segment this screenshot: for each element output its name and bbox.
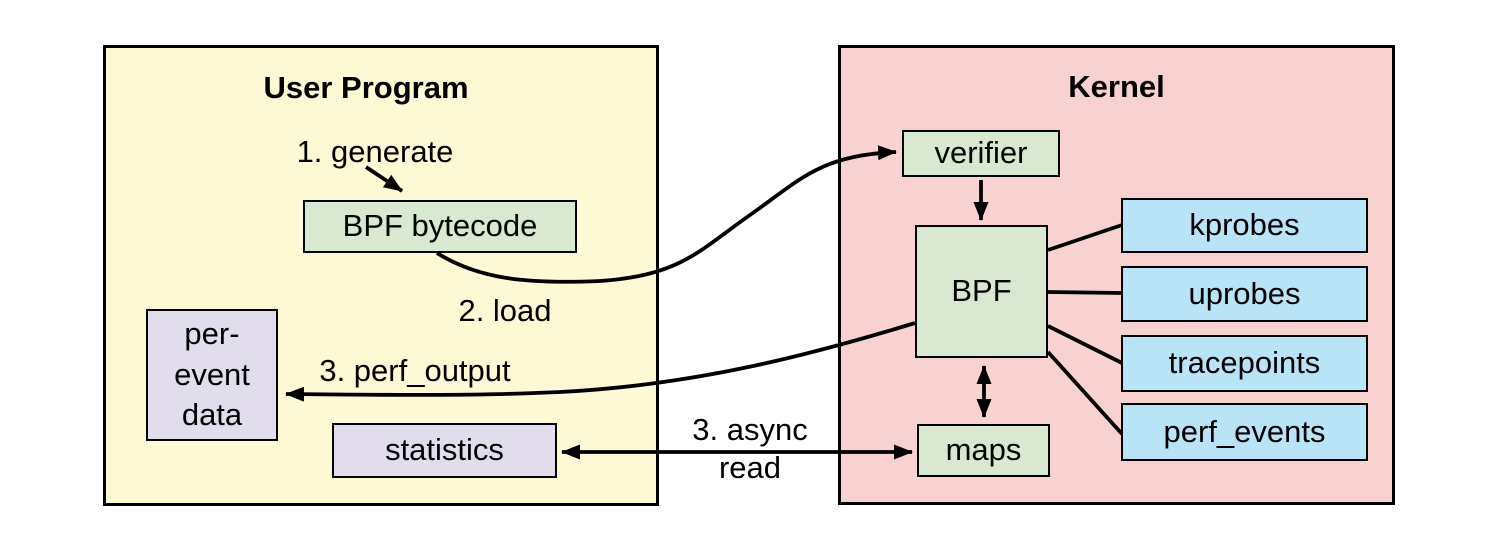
perf-output-step-label: 3. perf_output: [319, 353, 511, 388]
per-event-data-node: per- event data: [146, 309, 278, 441]
maps-node: maps: [917, 424, 1050, 477]
kprobes-label: kprobes: [1189, 207, 1300, 243]
async-read-line1: 3. async: [692, 412, 808, 447]
uprobes-node: uprobes: [1121, 266, 1368, 322]
user-program-title: User Program: [263, 70, 469, 105]
uprobes-label: uprobes: [1188, 275, 1301, 311]
bpf-label: BPF: [951, 273, 1012, 309]
per-event-data-line1: per-: [184, 315, 240, 351]
generate-step-label: 1. generate: [296, 134, 454, 169]
tracepoints-node: tracepoints: [1121, 335, 1368, 392]
bpf-tracepoints-line: [1047, 324, 1123, 365]
async-read-line2: read: [718, 449, 782, 485]
bpf-kprobes-line: [1047, 223, 1123, 252]
bpf-perf-events-line: [1046, 350, 1124, 436]
statistics-label: statistics: [385, 432, 504, 468]
generate-arrow: [364, 165, 404, 193]
bpf-bytecode-node: BPF bytecode: [303, 200, 577, 253]
kprobes-node: kprobes: [1121, 198, 1368, 253]
bpf-node: BPF: [915, 225, 1048, 358]
per-event-data-line2: event: [174, 356, 250, 392]
per-event-data-line3: data: [181, 397, 243, 433]
load-step-label: 2. load: [458, 293, 552, 328]
maps-label: maps: [945, 432, 1022, 468]
tracepoints-label: tracepoints: [1168, 345, 1321, 381]
perf-output-arrow: [285, 321, 916, 402]
perf-events-label: perf_events: [1163, 413, 1326, 449]
verifier-node: verifier: [902, 130, 1060, 177]
perf-events-node: perf_events: [1121, 403, 1368, 461]
bpf-uprobes-line: [1047, 290, 1123, 295]
bpf-bytecode-label: BPF bytecode: [342, 208, 538, 244]
kernel-title: Kernel: [1068, 69, 1165, 104]
verifier-label: verifier: [934, 135, 1028, 171]
statistics-node: statistics: [332, 423, 557, 478]
load-arrow: [435, 145, 897, 284]
async-read-step-label: 3. async read: [670, 411, 830, 487]
